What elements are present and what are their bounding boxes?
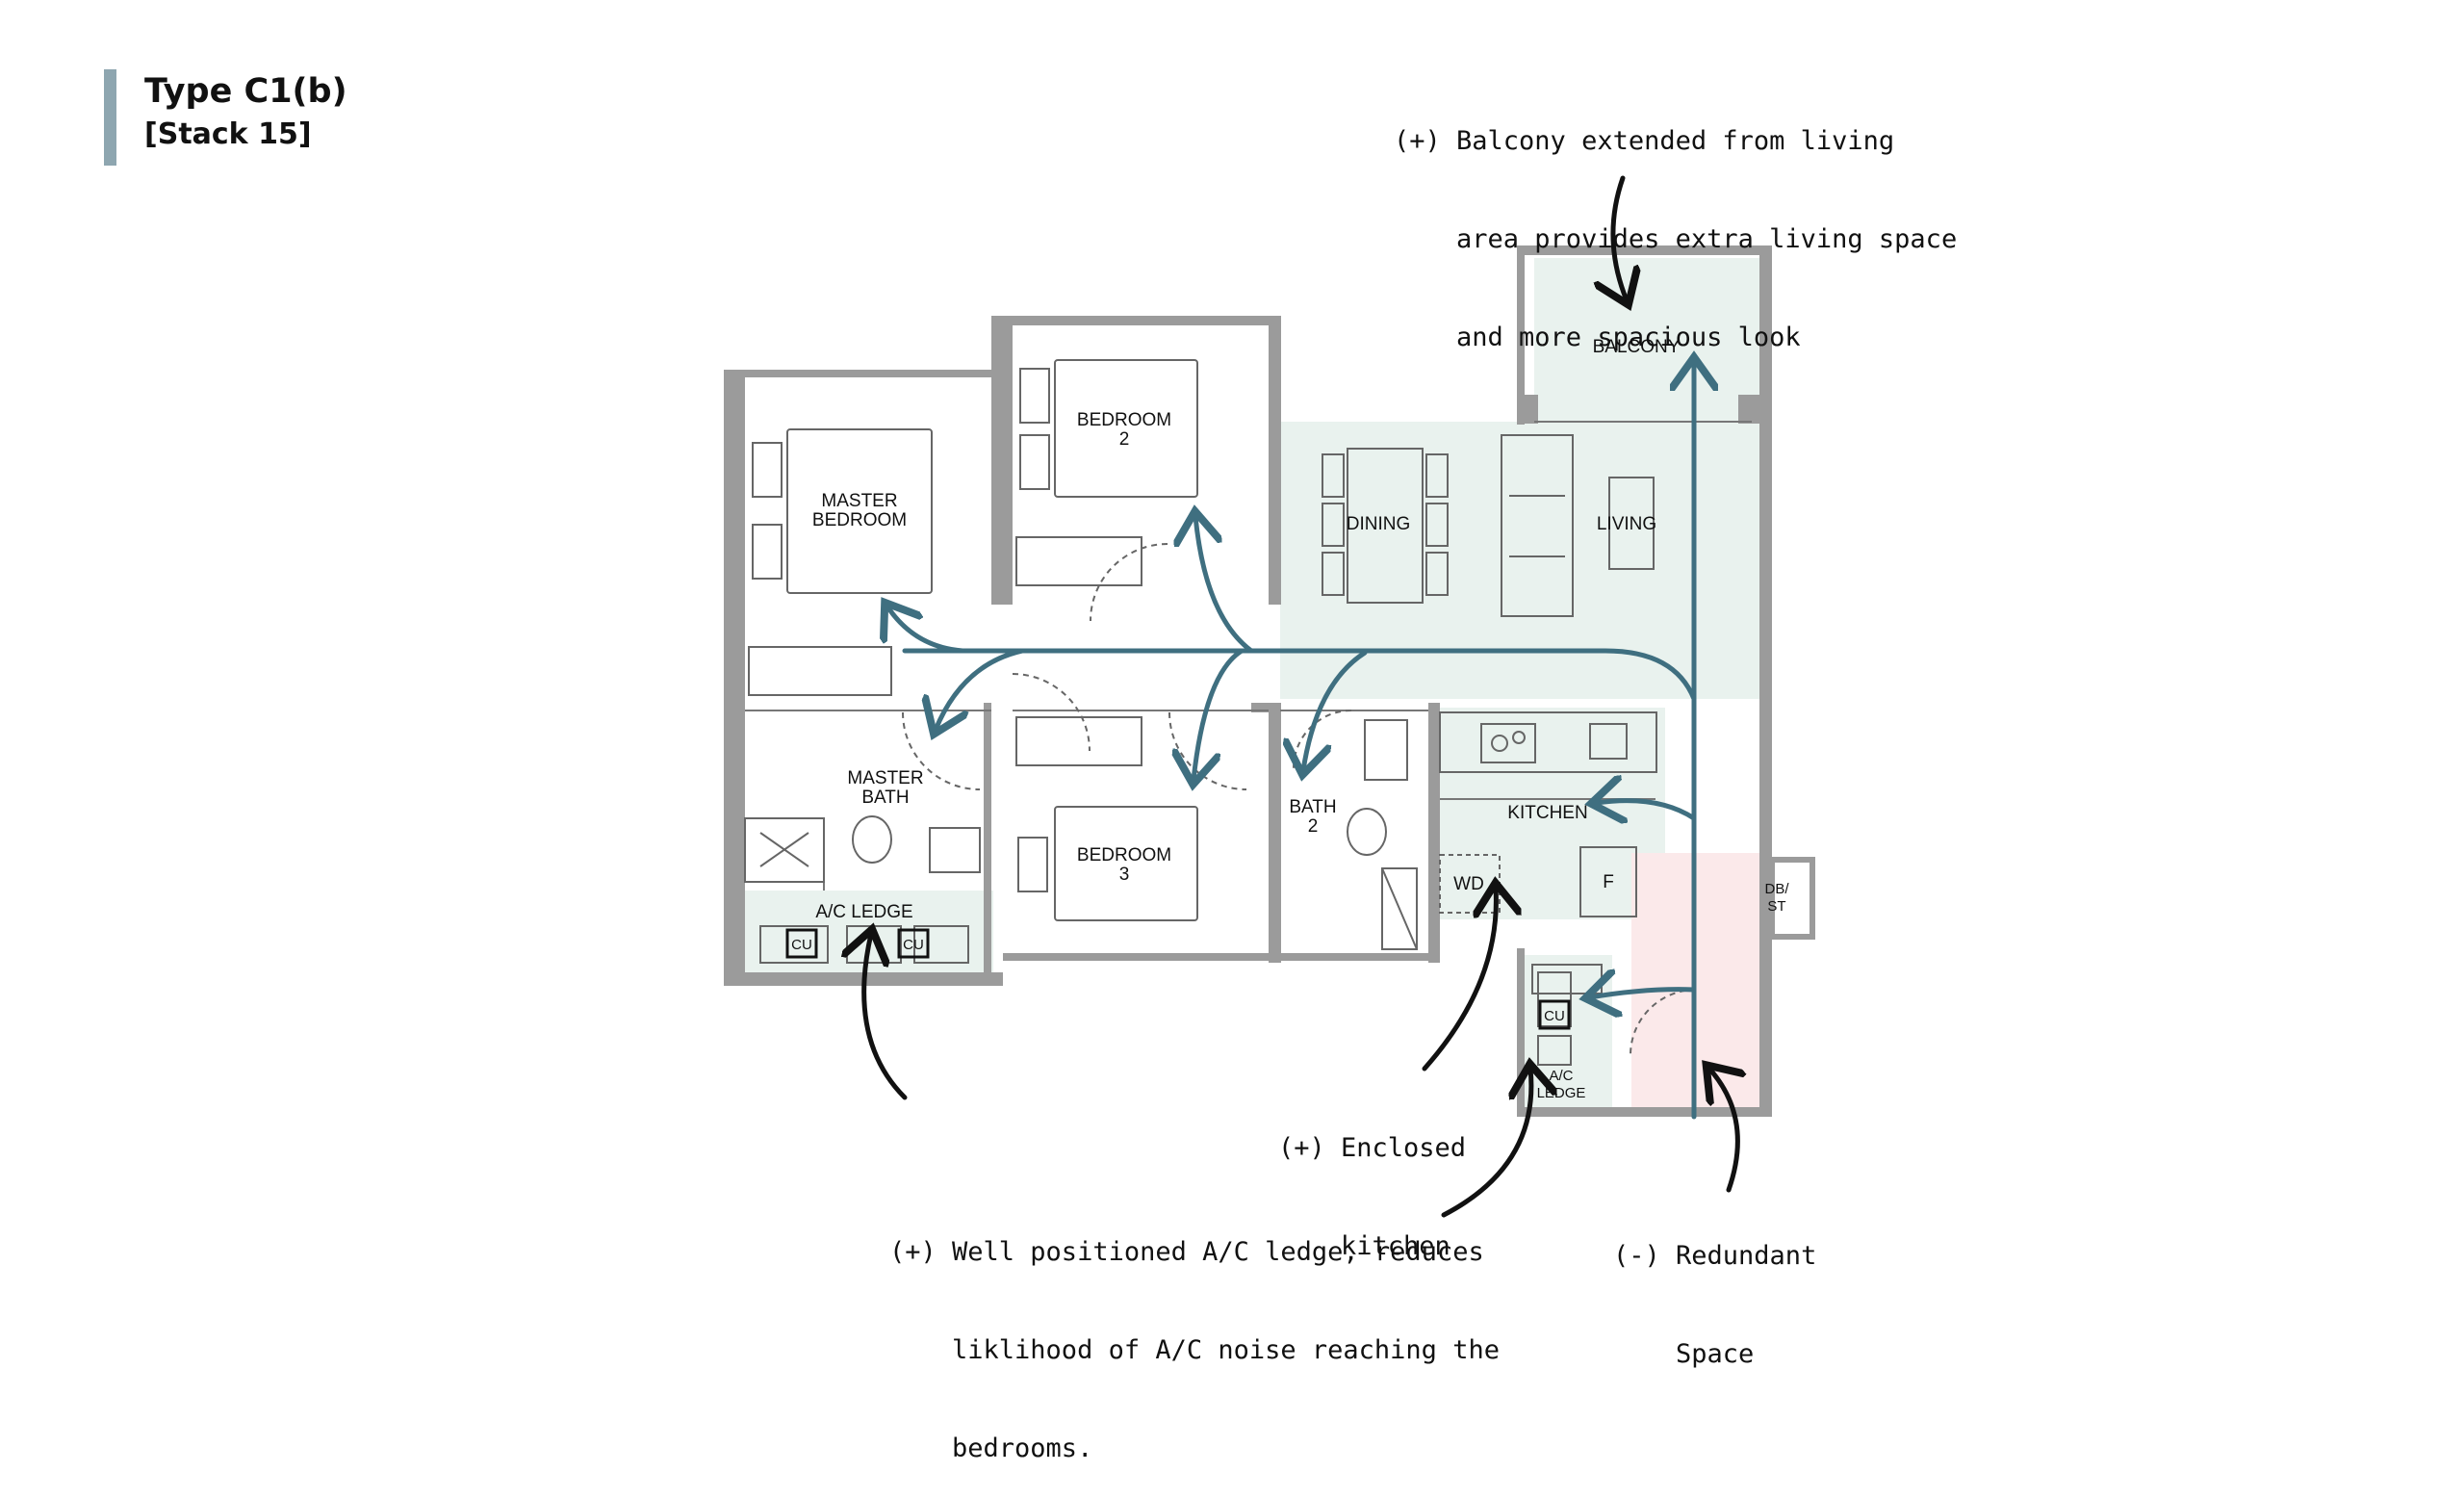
note-kitchen-line1: (+) Enclosed — [1278, 1133, 1467, 1163]
note-balcony: (+) Balcony extended from living area pr… — [1394, 60, 1957, 387]
plan-title: Type C1(b) — [144, 72, 347, 111]
label-cu-left-2: CU — [903, 937, 924, 953]
label-dbst-line2: ST — [1767, 898, 1785, 915]
arrow-note-ac-ledge-left — [864, 934, 908, 1100]
room-labels: BALCONY BEDROOM 2 MASTER BEDROOM DINING … — [791, 337, 1789, 1101]
arrow-note-redundant — [1709, 1069, 1737, 1193]
label-bath2-line2: 2 — [1308, 816, 1319, 837]
note-ac-ledge: (+) Well positioned A/C ledge, reduces l… — [889, 1171, 1500, 1498]
arrow-to-master-bath — [936, 648, 1025, 730]
label-ac-ledge-right-line2: LEDGE — [1537, 1085, 1586, 1101]
label-dining: DINING — [1347, 514, 1411, 534]
label-bedroom2-line2: 2 — [1119, 429, 1130, 450]
zone-redundant-space — [1631, 853, 1766, 1115]
label-master-bedroom-line2: BEDROOM — [812, 510, 907, 530]
note-kitchen-line2: kitchen — [1278, 1231, 1450, 1261]
label-bedroom3-line2: 3 — [1119, 865, 1130, 885]
arrow-note-ac-ledge-right — [1441, 1069, 1531, 1218]
label-bath2-line1: BATH — [1289, 797, 1336, 817]
arrow-to-bath2 — [1303, 650, 1368, 770]
label-fridge: F — [1603, 872, 1614, 892]
arrow-to-bedroom3 — [1194, 648, 1245, 780]
arrow-to-kitchen — [1596, 801, 1697, 818]
label-master-bedroom-line1: MASTER — [821, 491, 897, 511]
label-master-bath-line2: BATH — [861, 788, 909, 808]
arrow-note-kitchen — [1422, 888, 1496, 1072]
label-ac-ledge-right-line1: A/C — [1549, 1068, 1573, 1084]
label-dbst-line1: DB/ — [1764, 881, 1789, 897]
note-balcony-line1: (+) Balcony extended from living — [1394, 126, 1895, 156]
label-master-bath-line1: MASTER — [847, 768, 923, 788]
annotation-arrows — [864, 175, 1738, 1218]
plan-subtitle: [Stack 15] — [144, 117, 312, 151]
arrow-to-master-bedroom — [887, 607, 965, 654]
note-redundant: (-) Redundant Space — [1613, 1175, 1816, 1404]
label-bedroom2-line1: BEDROOM — [1077, 410, 1171, 430]
label-bedroom3-line1: BEDROOM — [1077, 845, 1171, 865]
note-ac-ledge-line1: (+) Well positioned A/C ledge, reduces — [889, 1237, 1484, 1267]
label-cu-left-1: CU — [791, 937, 812, 953]
note-balcony-line2: area provides extra living space — [1394, 224, 1958, 254]
plan-header: Type C1(b) [Stack 15] — [104, 69, 347, 166]
walls — [724, 245, 1815, 1117]
arrow-note-balcony — [1613, 175, 1627, 300]
floor-plan: BALCONY BEDROOM 2 MASTER BEDROOM DINING … — [724, 175, 1815, 1218]
note-balcony-line3: and more spacious look — [1394, 323, 1801, 352]
circulation-arrows — [887, 362, 1697, 1120]
label-wd: WD — [1453, 874, 1484, 894]
arrow-to-bedroom2 — [1195, 516, 1254, 654]
label-kitchen: KITCHEN — [1507, 803, 1587, 823]
note-ac-ledge-line2: liklihood of A/C noise reaching the — [889, 1335, 1500, 1365]
note-redundant-line1: (-) Redundant — [1613, 1241, 1817, 1271]
label-cu-right: CU — [1544, 1008, 1565, 1024]
label-ac-ledge-left: A/C LEDGE — [815, 902, 912, 922]
label-living: LIVING — [1597, 514, 1656, 534]
note-ac-ledge-line3: bedrooms. — [889, 1433, 1093, 1463]
arrow-main-corridor — [902, 648, 1697, 702]
note-redundant-line2: Space — [1613, 1339, 1755, 1369]
arrow-to-ac-ledge — [1590, 990, 1697, 997]
note-kitchen: (+) Enclosed kitchen — [1278, 1067, 1466, 1296]
label-balcony: BALCONY — [1593, 337, 1681, 357]
zone-balcony — [1534, 258, 1766, 422]
header-accent-bar — [104, 69, 116, 166]
